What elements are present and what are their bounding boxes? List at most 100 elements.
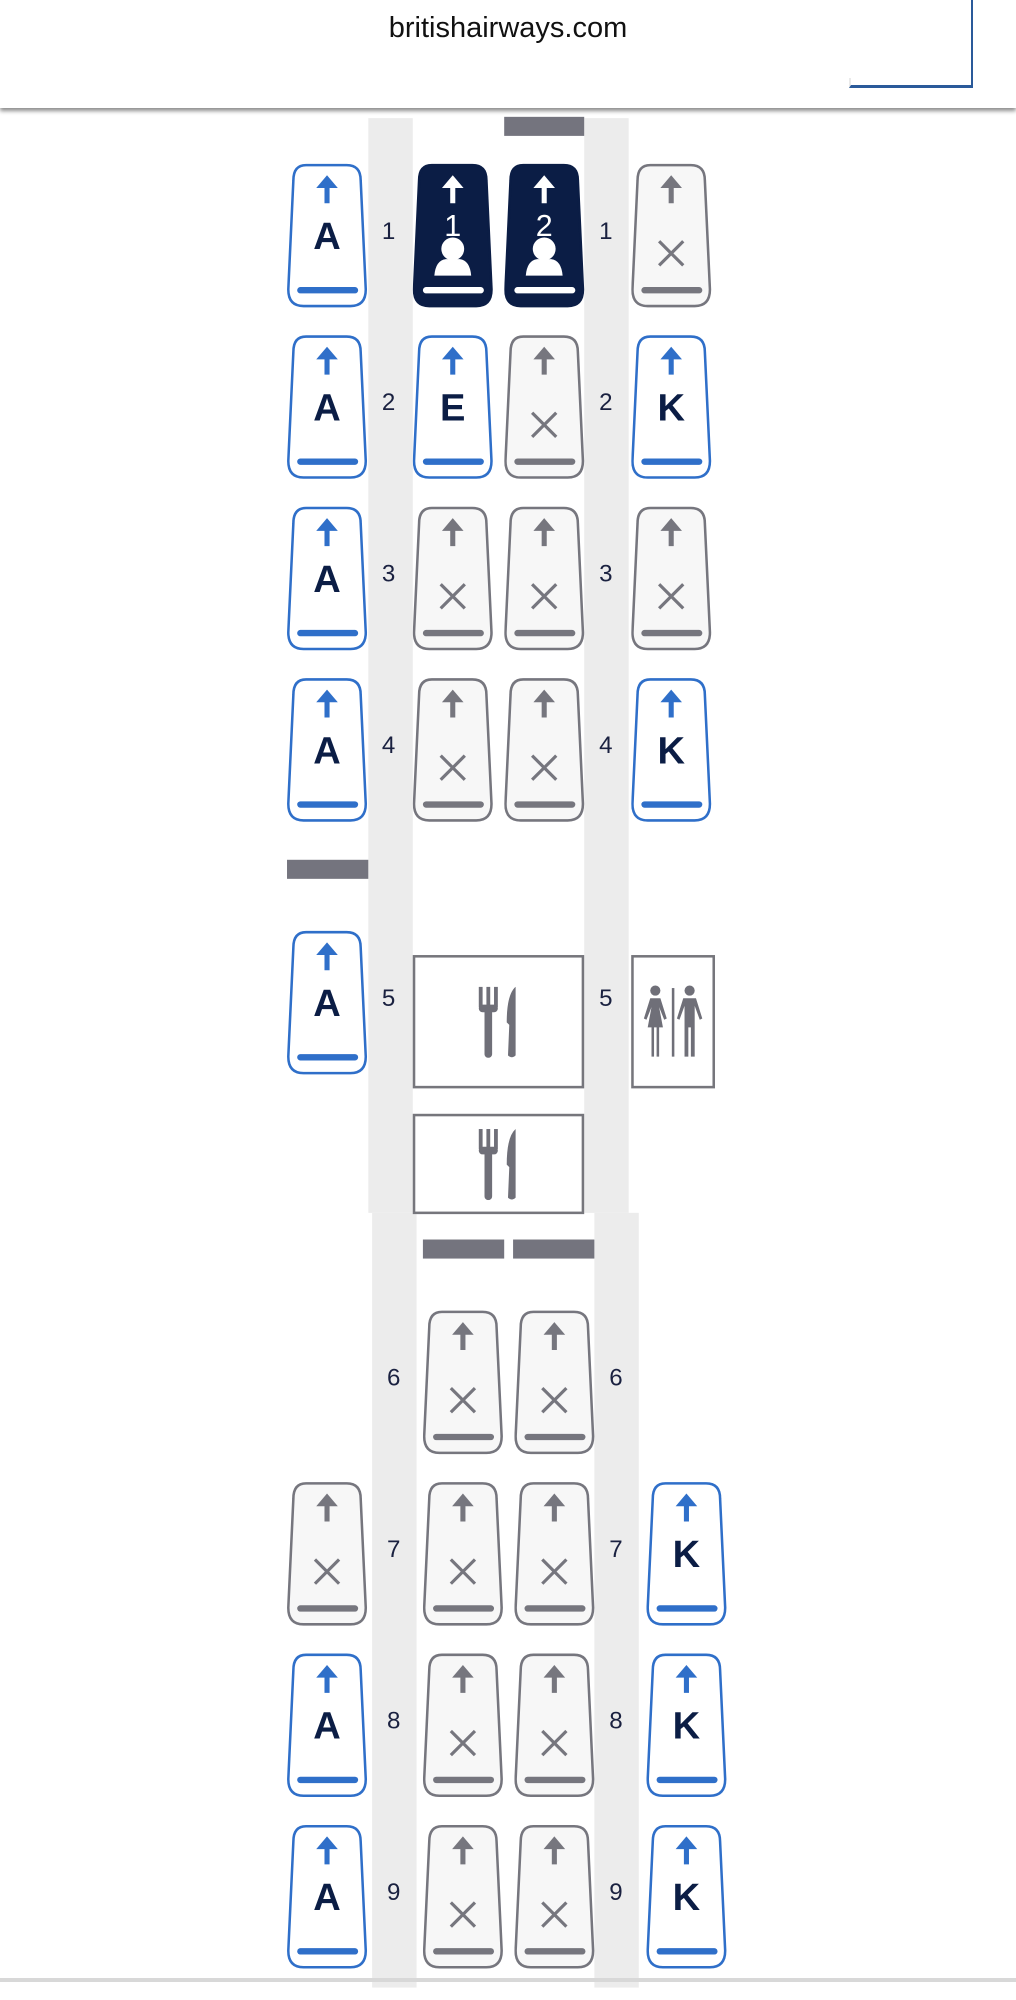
header-button[interactable] <box>849 0 973 88</box>
seat-base-bar <box>656 1776 718 1784</box>
arrow-up-icon <box>543 1493 566 1522</box>
seat-K-available[interactable]: K <box>631 677 712 824</box>
seat-letter: A <box>313 216 341 258</box>
fork-knife-icon <box>478 1128 515 1200</box>
seat-A-available[interactable]: A <box>287 334 368 481</box>
passenger-number: 2 <box>536 209 553 243</box>
seat-base-bar <box>656 1948 718 1955</box>
aisle-right-lower <box>594 1212 639 1988</box>
arrow-up-icon <box>675 1493 698 1522</box>
seat-E-unavailable[interactable] <box>422 1309 504 1456</box>
seat-letter: K <box>657 730 685 772</box>
row-number: 4 <box>599 732 613 760</box>
unavailable-x-icon <box>449 1558 477 1585</box>
seat-F-unavailable[interactable] <box>514 1652 595 1799</box>
seat-F-unavailable[interactable] <box>514 1824 595 1971</box>
seat-base-bar <box>524 1433 586 1441</box>
seat-letter: A <box>313 387 341 429</box>
seat-base-bar <box>656 1605 718 1612</box>
passenger-icon <box>434 237 472 276</box>
arrow-up-icon <box>316 689 338 718</box>
seat-base-bar <box>297 287 359 294</box>
galley <box>412 1113 585 1215</box>
arrow-up-icon <box>316 175 338 204</box>
arrow-up-icon <box>452 1493 474 1522</box>
seat-base-bar <box>422 458 484 465</box>
row-number: 2 <box>599 389 613 417</box>
seat-letter: A <box>313 983 341 1025</box>
seat-K-available[interactable]: K <box>646 1481 727 1628</box>
arrow-up-icon <box>543 1836 566 1865</box>
seat-A-available[interactable]: A <box>287 163 368 310</box>
arrow-up-icon <box>675 1836 698 1865</box>
seat-K-available[interactable]: K <box>646 1824 727 1971</box>
seat-base-bar <box>297 458 359 465</box>
seat-E-selected[interactable]: 1 <box>412 163 494 310</box>
row-number: 8 <box>609 1708 623 1735</box>
seat-base-bar <box>514 287 576 294</box>
unavailable-x-icon <box>531 754 558 781</box>
seat-letter: K <box>673 1706 701 1748</box>
seat-F-unavailable[interactable] <box>504 334 585 481</box>
arrow-up-icon <box>675 1664 698 1693</box>
seat-base-bar <box>433 1776 495 1784</box>
row-number: 5 <box>381 985 396 1013</box>
seat-A-available[interactable]: A <box>287 505 368 652</box>
seat-E-unavailable[interactable] <box>412 505 494 652</box>
seat-base-bar <box>524 1605 586 1612</box>
seat-A-unavailable[interactable] <box>287 1481 368 1628</box>
arrow-up-icon <box>316 346 338 375</box>
seat-base-bar <box>514 629 576 637</box>
arrow-up-icon <box>441 689 464 718</box>
seat-F-unavailable[interactable] <box>514 1309 595 1456</box>
seat-letter: K <box>673 1877 701 1919</box>
seat-E-unavailable[interactable] <box>412 677 494 824</box>
seat-E-available[interactable]: E <box>412 334 494 481</box>
row-number: 5 <box>599 985 613 1013</box>
arrow-up-icon <box>316 1664 338 1693</box>
seat-letter: K <box>673 1534 701 1576</box>
seat-F-unavailable[interactable] <box>504 677 585 824</box>
seat-K-available[interactable]: K <box>631 334 712 481</box>
row-number: 3 <box>381 561 396 589</box>
seat-letter: A <box>313 1706 341 1748</box>
seat-base-bar <box>297 801 359 808</box>
bulkhead-bar <box>422 1239 505 1259</box>
row-number: 7 <box>609 1536 623 1564</box>
arrow-up-icon <box>316 1493 338 1522</box>
seat-base-bar <box>641 287 703 294</box>
seat-base-bar <box>297 629 359 637</box>
row-number: 2 <box>381 389 396 417</box>
seat-base-bar <box>433 1948 495 1955</box>
seat-K-unavailable[interactable] <box>631 163 712 310</box>
arrow-up-icon <box>441 518 464 547</box>
arrow-up-icon <box>441 175 464 204</box>
seat-F-unavailable[interactable] <box>504 505 585 652</box>
aisle-left-lower <box>372 1212 417 1988</box>
seat-E-unavailable[interactable] <box>422 1481 504 1628</box>
row-number: 9 <box>609 1879 623 1907</box>
seat-E-unavailable[interactable] <box>422 1652 504 1799</box>
seat-E-unavailable[interactable] <box>422 1824 504 1971</box>
arrow-up-icon <box>543 1322 566 1351</box>
row-number: 3 <box>599 561 613 589</box>
arrow-up-icon <box>543 1664 566 1693</box>
bulkhead-bar <box>287 859 369 879</box>
seat-A-available[interactable]: A <box>287 1824 368 1971</box>
unavailable-x-icon <box>449 1386 477 1414</box>
unavailable-x-icon <box>658 583 685 610</box>
seat-F-unavailable[interactable] <box>514 1481 595 1628</box>
seat-letter: A <box>313 559 341 601</box>
seat-K-unavailable[interactable] <box>631 505 712 652</box>
row-number: 6 <box>386 1365 401 1392</box>
row-number: 9 <box>386 1879 401 1907</box>
aisle-left-upper <box>368 118 413 1213</box>
seat-F-selected[interactable]: 2 <box>504 163 585 310</box>
seat-base-bar <box>422 801 484 808</box>
seat-K-available[interactable]: K <box>646 1652 727 1799</box>
seat-A-available[interactable]: A <box>287 677 368 824</box>
seat-A-available[interactable]: A <box>287 1652 368 1799</box>
arrow-up-icon <box>452 1664 474 1693</box>
seat-A-available[interactable]: A <box>287 930 368 1077</box>
